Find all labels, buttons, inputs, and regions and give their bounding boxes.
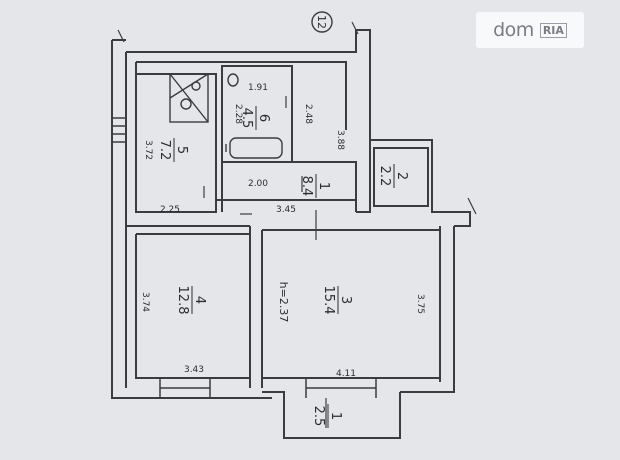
room-1-area: 8.4 bbox=[299, 176, 314, 197]
bath-fixtures bbox=[225, 73, 283, 159]
room-labels: 1 8.4 2 2.2 3 15.4 4 12.8 5 7.2 6 4.5 bbox=[157, 106, 409, 428]
room-5-area: 7.2 bbox=[157, 140, 172, 161]
room-1-number: 1 bbox=[316, 182, 331, 190]
room-3-number: 3 bbox=[338, 296, 353, 304]
room-5-number: 5 bbox=[174, 146, 189, 154]
room-2-number: 2 bbox=[394, 172, 409, 180]
kitchen-fixtures bbox=[169, 73, 209, 123]
room-2-area: 2.2 bbox=[377, 166, 392, 187]
dimension-labels: 1.91 2.48 2.28 3.88 3.72 2.00 2.25 3.45 … bbox=[140, 83, 425, 379]
dim-2-48: 2.48 bbox=[303, 104, 313, 124]
windows bbox=[112, 117, 377, 398]
dim-3-88: 3.88 bbox=[335, 130, 345, 150]
dim-3-74: 3.74 bbox=[140, 292, 150, 312]
watermark: dom RIA bbox=[476, 12, 584, 48]
ceiling-height: h=2.37 bbox=[277, 282, 290, 323]
dim-3-75: 3.75 bbox=[415, 294, 425, 314]
room-4-area: 12.8 bbox=[175, 286, 190, 315]
room-4-number: 4 bbox=[192, 296, 207, 304]
plan-number-badge: 12 bbox=[311, 11, 333, 33]
walls bbox=[111, 29, 471, 439]
dim-1-91: 1.91 bbox=[248, 83, 268, 93]
room-6-number: 6 bbox=[256, 114, 271, 122]
watermark-badge: RIA bbox=[539, 22, 567, 38]
dim-4-11: 4.11 bbox=[336, 369, 356, 379]
door-marks bbox=[117, 21, 477, 428]
dim-2-28: 2.28 bbox=[233, 104, 243, 124]
dim-3-43: 3.43 bbox=[184, 365, 204, 375]
dim-3-45: 3.45 bbox=[276, 205, 296, 215]
balcony-area: 2.5 bbox=[311, 406, 326, 427]
plan-number: 12 bbox=[315, 15, 328, 29]
watermark-brand: dom bbox=[493, 19, 534, 41]
dim-2-00: 2.00 bbox=[248, 179, 268, 189]
dim-2-25: 2.25 bbox=[160, 205, 180, 215]
room-6-area: 4.5 bbox=[239, 108, 254, 129]
dim-3-72: 3.72 bbox=[143, 140, 153, 160]
balcony-number: 1 bbox=[328, 412, 343, 420]
room-3-area: 15.4 bbox=[321, 286, 336, 315]
